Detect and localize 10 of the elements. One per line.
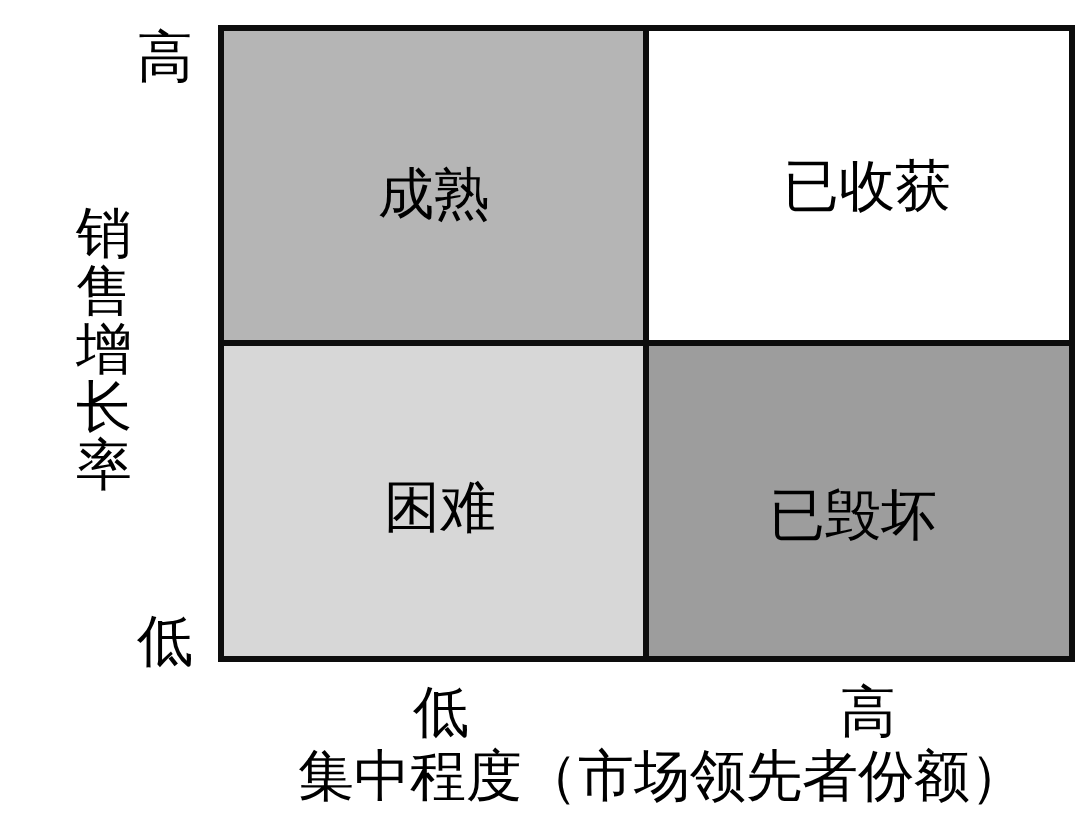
quadrant-label: 已收获 (783, 157, 951, 214)
axis-level-label: 高 (137, 29, 193, 85)
quadrant-label: 困难 (383, 479, 496, 535)
axis-level-label: 低 (137, 613, 193, 669)
quadrant-label: 已毁坏 (769, 487, 937, 543)
quadrant-label: 成熟 (377, 165, 490, 222)
axis-title: 销售增长率 (75, 204, 133, 494)
axis-level-label: 低 (413, 684, 469, 740)
axis-level-label: 高 (840, 684, 896, 740)
axis-title: 集中程度（市场领先者份额） (298, 748, 1026, 804)
